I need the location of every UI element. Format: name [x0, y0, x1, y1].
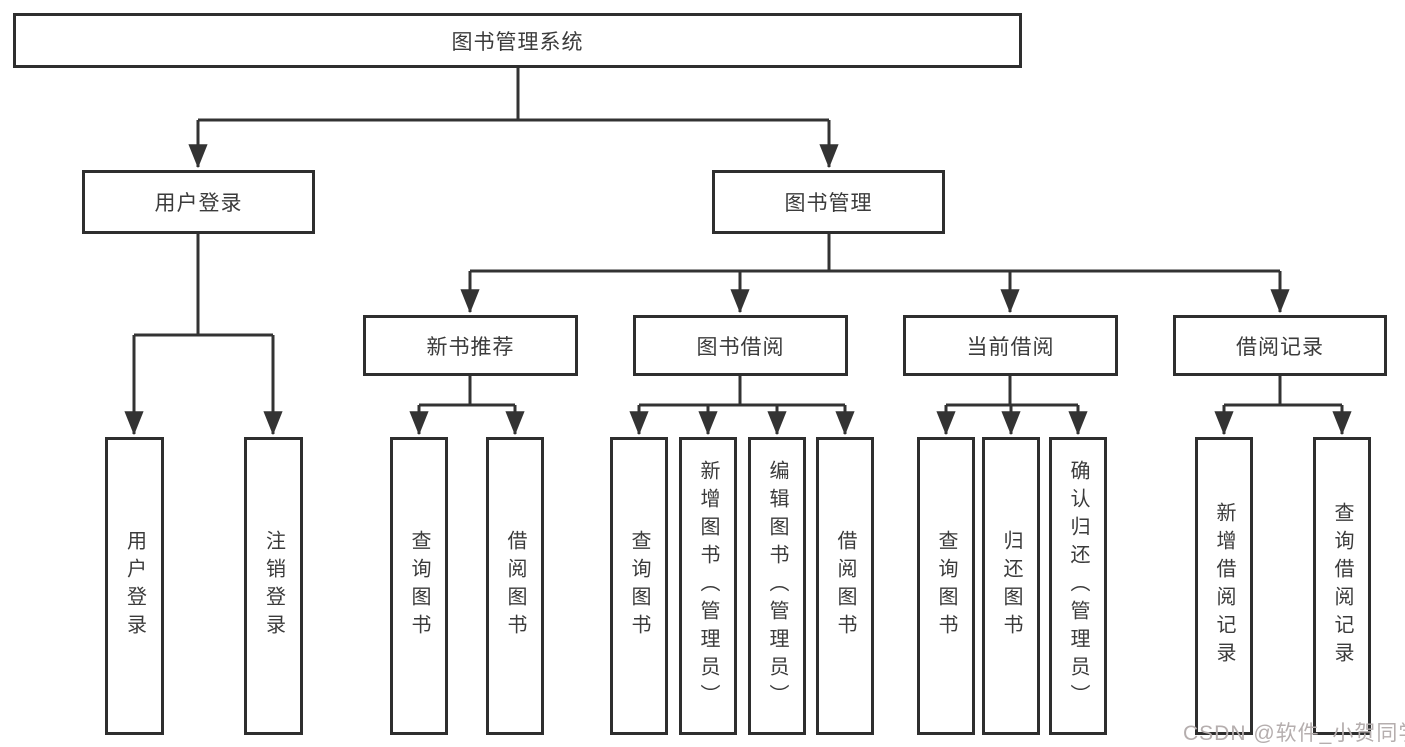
- node-borrowing-records-label: 借阅记录: [1236, 335, 1324, 359]
- leaf-query-books-borrowing: 查询图书: [610, 437, 668, 735]
- leaf-user-login: 用户登录: [105, 437, 164, 735]
- leaf-add-borrow-record-label: 新增借阅记录: [1213, 502, 1235, 670]
- connector-book-management-to-level3: [460, 234, 1290, 314]
- connector-borrowing-records-to-leaves: [1214, 376, 1352, 436]
- node-book-management: 图书管理: [712, 170, 945, 234]
- node-new-book-recommendation: 新书推荐: [363, 315, 578, 376]
- leaf-query-books-current-label: 查询图书: [935, 530, 957, 642]
- node-user-login-label: 用户登录: [154, 192, 243, 215]
- node-book-borrowing: 图书借阅: [633, 315, 848, 376]
- leaf-query-borrow-record-label: 查询借阅记录: [1331, 502, 1353, 670]
- leaf-borrow-books: 借阅图书: [816, 437, 874, 735]
- leaf-confirm-return-admin: 确认归还（管理员）: [1049, 437, 1107, 735]
- leaf-query-borrow-record: 查询借阅记录: [1313, 437, 1371, 735]
- node-new-book-recommendation-label: 新书推荐: [426, 335, 515, 359]
- node-current-borrowing-label: 当前借阅: [966, 335, 1055, 359]
- leaf-confirm-return-admin-label: 确认归还（管理员）: [1067, 460, 1089, 712]
- connector-new-book-to-leaves: [409, 376, 525, 436]
- leaf-query-books-recommend: 查询图书: [390, 437, 448, 735]
- connector-user-login-to-leaves: [124, 234, 283, 436]
- leaf-return-books: 归还图书: [982, 437, 1040, 735]
- node-user-login: 用户登录: [82, 170, 315, 234]
- leaf-query-books-current: 查询图书: [917, 437, 975, 735]
- leaf-borrow-books-recommend-label: 借阅图书: [504, 530, 526, 642]
- node-book-management-label: 图书管理: [784, 192, 873, 215]
- node-book-borrowing-label: 图书借阅: [696, 335, 785, 359]
- leaf-logout-login-label: 注销登录: [262, 530, 285, 642]
- leaf-add-borrow-record: 新增借阅记录: [1195, 437, 1253, 735]
- leaf-return-books-label: 归还图书: [1000, 530, 1022, 642]
- leaf-borrow-books-label: 借阅图书: [834, 530, 856, 642]
- leaf-add-book-admin-label: 新增图书（管理员）: [697, 460, 719, 712]
- node-current-borrowing: 当前借阅: [903, 315, 1118, 376]
- node-root-label: 图书管理系统: [451, 30, 584, 54]
- connector-root-to-level2: [188, 68, 839, 169]
- leaf-edit-book-admin: 编辑图书（管理员）: [748, 437, 806, 735]
- connector-current-borrowing-to-leaves: [936, 376, 1088, 436]
- connector-book-borrowing-to-leaves: [629, 376, 855, 436]
- leaf-logout-login: 注销登录: [244, 437, 303, 735]
- leaf-query-books-borrowing-label: 查询图书: [628, 530, 650, 642]
- leaf-edit-book-admin-label: 编辑图书（管理员）: [766, 460, 788, 712]
- leaf-query-books-recommend-label: 查询图书: [408, 530, 430, 642]
- leaf-add-book-admin: 新增图书（管理员）: [679, 437, 737, 735]
- leaf-user-login-label: 用户登录: [123, 530, 146, 642]
- leaf-borrow-books-recommend: 借阅图书: [486, 437, 544, 735]
- node-root: 图书管理系统: [13, 13, 1022, 68]
- watermark-text: CSDN @软件_小贺同学: [1183, 722, 1405, 745]
- node-borrowing-records: 借阅记录: [1173, 315, 1387, 376]
